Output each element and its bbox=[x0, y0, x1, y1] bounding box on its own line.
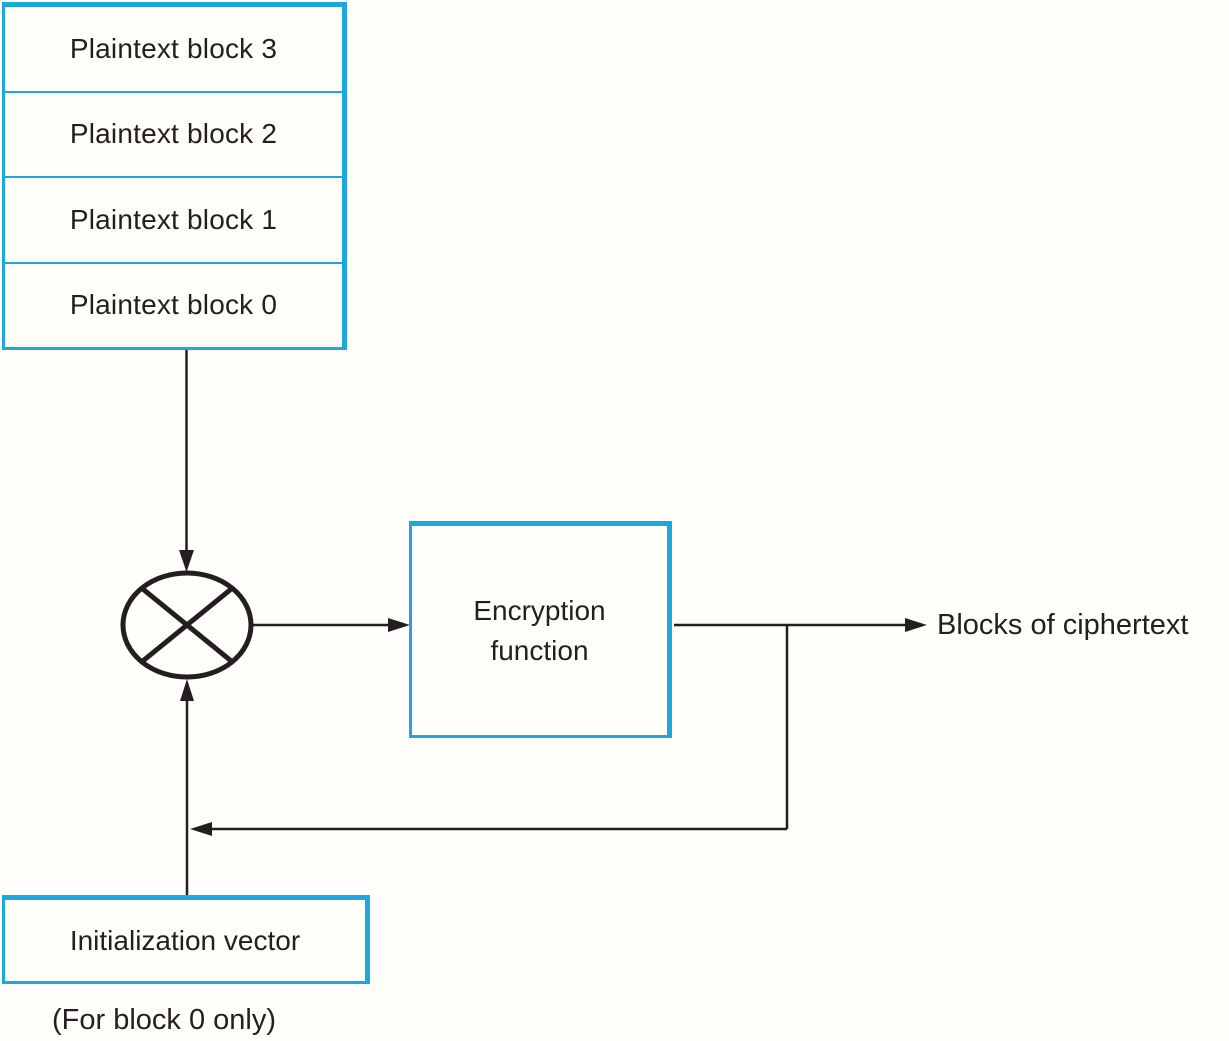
plaintext-block-3: Plaintext block 3 bbox=[5, 7, 342, 93]
plaintext-block-1: Plaintext block 1 bbox=[5, 178, 342, 264]
plaintext-block-2: Plaintext block 2 bbox=[5, 93, 342, 178]
arrow-iv-to-xor bbox=[180, 679, 194, 896]
encryption-function-box: Encryption function bbox=[409, 521, 672, 738]
arrow-xor-to-encryption bbox=[253, 618, 410, 632]
blocks-of-ciphertext-label: Blocks of ciphertext bbox=[937, 609, 1189, 641]
plaintext-stack: Plaintext block 3 Plaintext block 2 Plai… bbox=[2, 2, 347, 350]
arrow-encryption-to-output bbox=[674, 618, 927, 632]
xor-icon bbox=[120, 570, 254, 680]
arrow-plaintext-to-xor bbox=[179, 350, 194, 572]
encryption-function-label-line2: function bbox=[490, 634, 589, 666]
feedback-line bbox=[190, 625, 789, 836]
iv-note-label: (For block 0 only) bbox=[52, 1004, 277, 1036]
encryption-function-label-line1: Encryption bbox=[473, 594, 606, 626]
plaintext-block-0: Plaintext block 0 bbox=[69, 289, 278, 321]
initialization-vector-box: Initialization vector bbox=[2, 895, 370, 984]
initialization-vector-label: Initialization vector bbox=[69, 924, 301, 956]
